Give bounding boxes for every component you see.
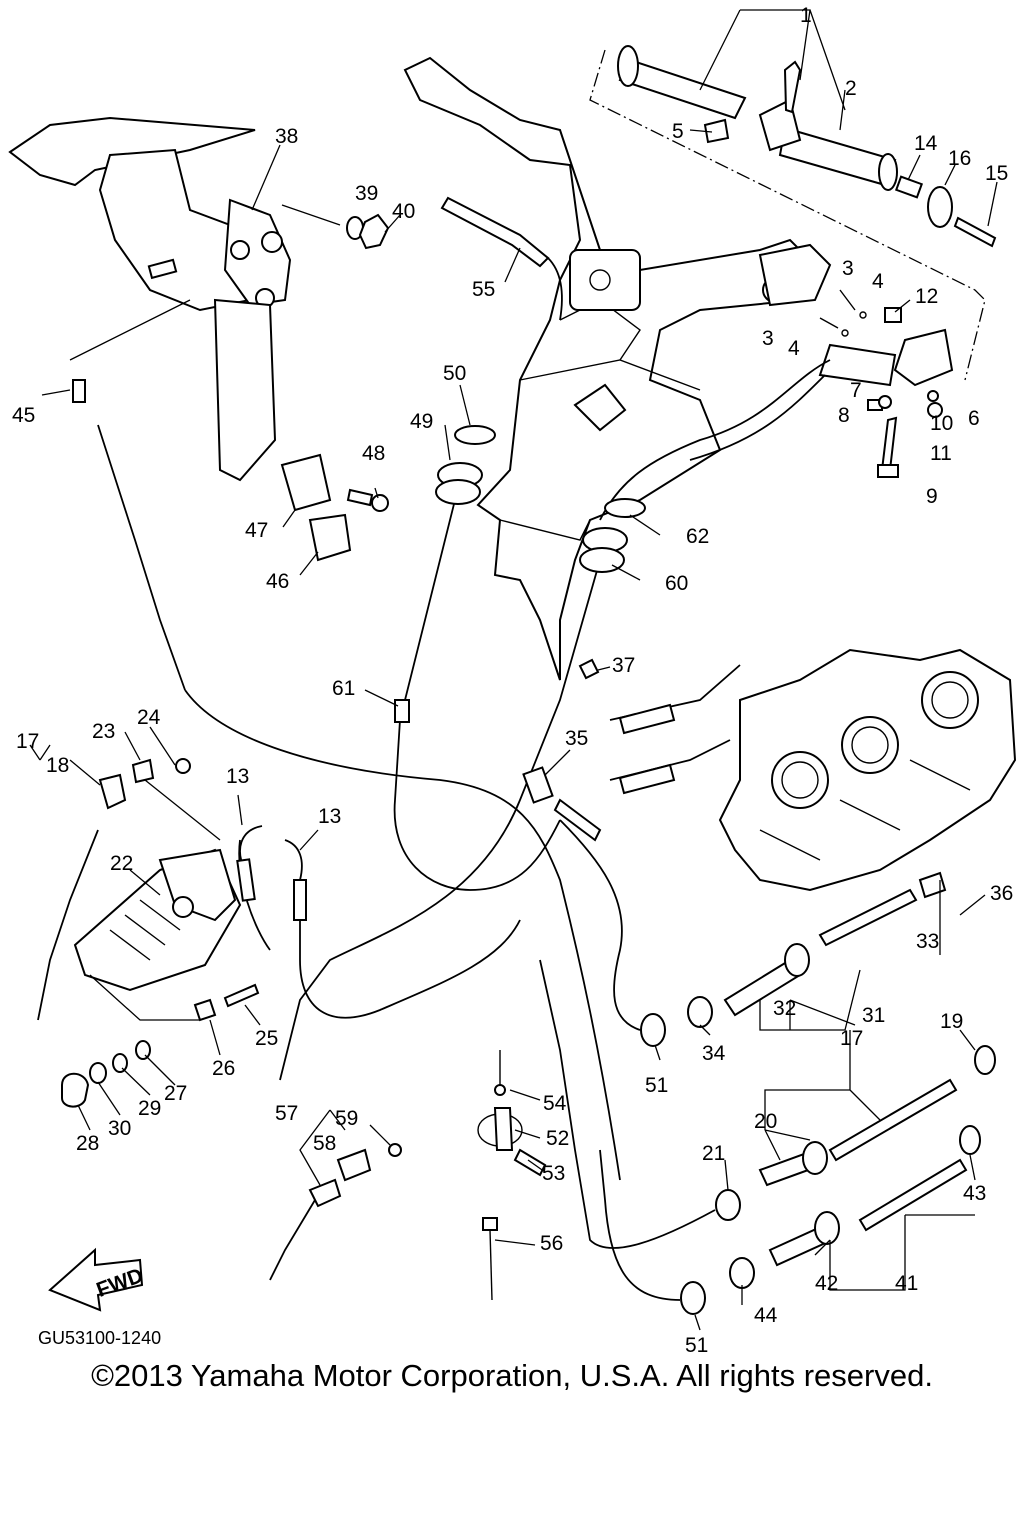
callout-29: 29: [138, 1097, 161, 1120]
callout-1: 1: [800, 4, 812, 27]
callout-5: 5: [672, 120, 684, 143]
callout-49: 49: [410, 410, 433, 433]
nut-washer: [346, 213, 390, 250]
callout-6: 6: [968, 407, 980, 430]
callout-51: 51: [645, 1074, 668, 1097]
reverse-lever: [8, 116, 292, 482]
callout-60: 60: [665, 572, 688, 595]
callout-4: 4: [788, 337, 800, 360]
callout-48: 48: [362, 442, 385, 465]
wire-lead: [269, 1143, 402, 1281]
callout-31: 31: [862, 1004, 885, 1027]
callout-18: 18: [46, 754, 69, 777]
throttle-lever: [599, 289, 954, 521]
callout-labels: 1 2 3 3 4 4 5 6 7 8 9 10 11 12 13 13 14 …: [12, 4, 1013, 1357]
callout-25: 25: [255, 1027, 278, 1050]
callout-17: 17: [16, 730, 39, 753]
callout-9: 9: [926, 485, 938, 508]
grip-bracket: [589, 49, 986, 381]
choke-cable: [440, 196, 563, 321]
callout-55: 55: [472, 278, 495, 301]
callout-62: 62: [686, 525, 709, 548]
callout-33: 33: [916, 930, 939, 953]
callout-8: 8: [838, 404, 850, 427]
callout-53: 53: [542, 1162, 565, 1185]
callout-35: 35: [565, 727, 588, 750]
cable-adjusters: [539, 819, 996, 1315]
callout-4: 4: [872, 270, 884, 293]
shift-cable: [72, 379, 621, 1181]
callout-32: 32: [773, 997, 796, 1020]
callout-45: 45: [12, 404, 35, 427]
callout-40: 40: [392, 200, 415, 223]
callout-20: 20: [754, 1110, 777, 1133]
clip-set: [280, 453, 389, 562]
callout-30: 30: [108, 1117, 131, 1140]
callout-37: 37: [612, 654, 635, 677]
callout-50: 50: [443, 362, 466, 385]
callout-38: 38: [275, 125, 298, 148]
callout-15: 15: [985, 162, 1008, 185]
callout-3: 3: [842, 257, 854, 280]
callout-22: 22: [110, 852, 133, 875]
callout-28: 28: [76, 1132, 99, 1155]
callout-43: 43: [963, 1182, 986, 1205]
steering-cables: [279, 425, 646, 1081]
callout-47: 47: [245, 519, 268, 542]
callout-39: 39: [355, 182, 378, 205]
callout-17: 17: [840, 1027, 863, 1050]
diagram-reference-code: GU53100-1240: [38, 1328, 162, 1348]
callout-51: 51: [685, 1334, 708, 1357]
callout-41: 41: [895, 1272, 918, 1295]
callout-46: 46: [266, 570, 289, 593]
copyright-notice: ©2013 Yamaha Motor Corporation, U.S.A. A…: [91, 1358, 933, 1393]
forward-direction-arrow: FWD: [48, 1247, 146, 1312]
callout-56: 56: [540, 1232, 563, 1255]
callout-44: 44: [754, 1304, 778, 1327]
callout-7: 7: [850, 379, 862, 402]
callout-3: 3: [762, 327, 774, 350]
callout-42: 42: [815, 1272, 838, 1295]
cable-clamp: [477, 1050, 547, 1301]
callout-57: 57: [275, 1102, 298, 1125]
callout-2: 2: [845, 77, 857, 100]
callout-23: 23: [92, 720, 115, 743]
callout-59: 59: [335, 1107, 358, 1130]
cable-joint: [522, 658, 602, 842]
callout-36: 36: [990, 882, 1013, 905]
callout-58: 58: [313, 1132, 336, 1155]
callout-34: 34: [702, 1042, 726, 1065]
callout-13: 13: [226, 765, 249, 788]
callout-11: 11: [930, 442, 952, 465]
callout-12: 12: [915, 285, 938, 308]
callout-19: 19: [940, 1010, 963, 1033]
callout-24: 24: [137, 706, 161, 729]
callout-61: 61: [332, 677, 355, 700]
callout-26: 26: [212, 1057, 235, 1080]
bracket-assembly: [37, 758, 521, 1108]
carburetor-assembly: [609, 648, 1017, 892]
callout-10: 10: [930, 412, 953, 435]
sensor-lead: [236, 825, 307, 921]
callout-16: 16: [948, 147, 971, 170]
right-grip: [617, 45, 997, 248]
callout-27: 27: [164, 1082, 187, 1105]
callout-14: 14: [914, 132, 938, 155]
leader-lines: [29, 9, 998, 1331]
steering-column: [403, 56, 832, 681]
callout-52: 52: [546, 1127, 569, 1150]
callout-21: 21: [702, 1142, 725, 1165]
callout-54: 54: [543, 1092, 567, 1115]
callout-13: 13: [318, 805, 341, 828]
